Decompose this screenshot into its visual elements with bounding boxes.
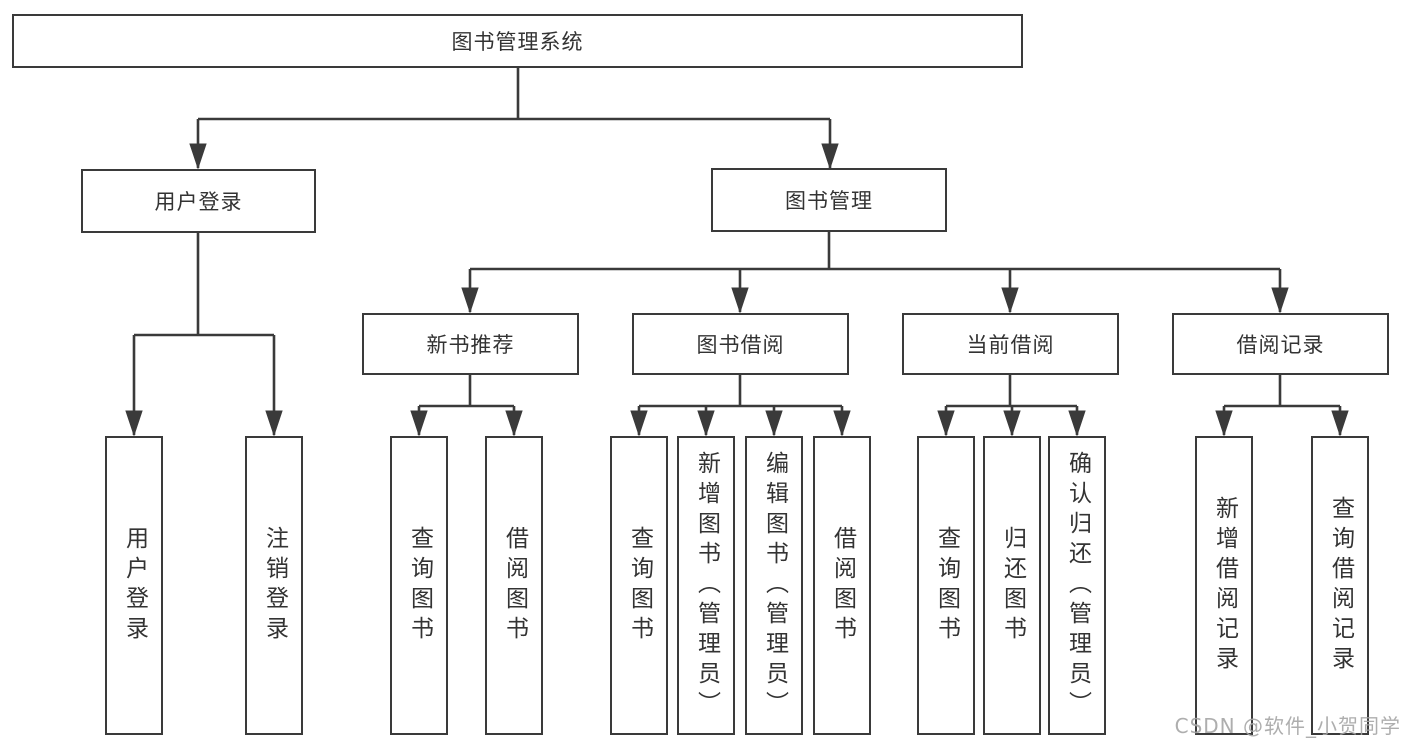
node-query-books-borrowing: 查询图书 [610, 436, 668, 735]
node-user-login-leaf: 用户登录 [105, 436, 163, 735]
node-current-borrowing: 当前借阅 [902, 313, 1119, 375]
node-add-borrow-record: 新增借阅记录 [1195, 436, 1253, 735]
node-return-books: 归还图书 [983, 436, 1041, 735]
node-query-books-recommend: 查询图书 [390, 436, 448, 735]
node-library-system: 图书管理系统 [12, 14, 1023, 68]
node-borrow-books-recommend: 借阅图书 [485, 436, 543, 735]
node-confirm-return-admin: 确认归还（管理员） [1048, 436, 1106, 735]
node-book-management: 图书管理 [711, 168, 947, 232]
node-borrowing-records: 借阅记录 [1172, 313, 1389, 375]
watermark: CSDN @软件_小贺同学 [1174, 714, 1401, 738]
node-query-books-current: 查询图书 [917, 436, 975, 735]
node-add-books-admin: 新增图书（管理员） [677, 436, 735, 735]
node-user-login-branch: 用户登录 [81, 169, 316, 233]
node-borrow-books-borrowing: 借阅图书 [813, 436, 871, 735]
node-logout-leaf: 注销登录 [245, 436, 303, 735]
node-edit-books-admin: 编辑图书（管理员） [745, 436, 803, 735]
node-query-borrow-record: 查询借阅记录 [1311, 436, 1369, 735]
node-new-book-recommendation: 新书推荐 [362, 313, 579, 375]
node-book-borrowing: 图书借阅 [632, 313, 849, 375]
